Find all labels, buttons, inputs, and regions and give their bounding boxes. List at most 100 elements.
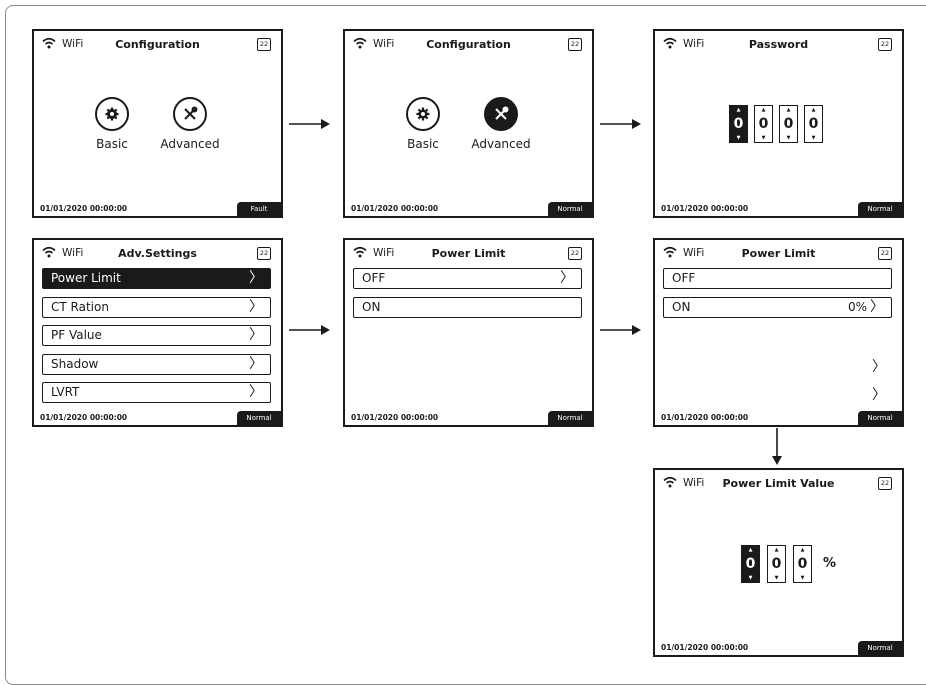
menu-item-power-limit[interactable]: Power Limit〉 xyxy=(42,268,271,289)
basic-label: Basic xyxy=(407,137,439,151)
screen-badge: 22 xyxy=(257,247,271,260)
advanced-option[interactable]: Advanced xyxy=(145,97,235,151)
screen-header: WiFi Adv.Settings 22 xyxy=(34,244,281,262)
screen-adv-settings: WiFi Adv.Settings 22 Power Limit〉 CT Rat… xyxy=(32,238,283,427)
chevron-right-icon[interactable]: 〉 xyxy=(872,387,886,403)
screen-title: Power Limit Value xyxy=(722,477,835,490)
advanced-label: Advanced xyxy=(160,137,220,151)
screen-header: WiFi Power Limit Value 22 xyxy=(655,474,902,492)
screen-header: WiFi Configuration 22 xyxy=(34,35,281,53)
screen-badge: 22 xyxy=(568,247,582,260)
chevron-right-icon: 〉 xyxy=(249,384,263,400)
screen-header: WiFi Password 22 xyxy=(655,35,902,53)
screen-power-limit-value: WiFi Power Limit Value 22 ▲0▼ ▲0▼ ▲0▼ % … xyxy=(653,468,904,657)
right-arrow-icon xyxy=(600,325,641,335)
wifi-label: WiFi xyxy=(683,38,705,50)
password-digit-3[interactable]: ▲0▼ xyxy=(779,105,798,143)
right-arrow-icon xyxy=(600,119,641,129)
screen-header: WiFi Configuration 22 xyxy=(345,35,592,53)
password-digit-2[interactable]: ▲0▼ xyxy=(754,105,773,143)
gear-icon xyxy=(406,97,440,131)
menu-item-shadow[interactable]: Shadow〉 xyxy=(42,354,271,375)
value-digit-2[interactable]: ▲0▼ xyxy=(767,545,786,583)
gear-icon xyxy=(95,97,129,131)
screen-power-limit-1: WiFi Power Limit 22 OFF〉 ON 01/01/2020 0… xyxy=(343,238,594,427)
screen-badge: 22 xyxy=(878,247,892,260)
tools-icon xyxy=(484,97,518,131)
screen-badge: 22 xyxy=(878,477,892,490)
screen-title: Configuration xyxy=(115,38,200,51)
advanced-option-selected[interactable]: Advanced xyxy=(456,97,546,151)
date-time: 01/01/2020 00:00:00 xyxy=(351,413,439,422)
screen-title: Adv.Settings xyxy=(118,247,197,260)
wifi-label: WiFi xyxy=(683,477,705,489)
basic-label: Basic xyxy=(96,137,128,151)
password-digit-4[interactable]: ▲0▼ xyxy=(804,105,823,143)
screen-configuration-2: WiFi Configuration 22 Basic Advanced 01/… xyxy=(343,29,594,218)
option-off[interactable]: OFF xyxy=(663,268,892,289)
wifi-label: WiFi xyxy=(62,38,84,50)
date-time: 01/01/2020 00:00:00 xyxy=(40,413,128,422)
date-time: 01/01/2020 00:00:00 xyxy=(351,204,439,213)
chevron-right-icon: 〉 xyxy=(249,327,263,343)
password-digit-1[interactable]: ▲0▼ xyxy=(729,105,748,143)
advanced-label: Advanced xyxy=(471,137,531,151)
down-arrow-icon xyxy=(772,428,782,465)
wifi-icon xyxy=(663,476,677,488)
chevron-right-icon: 〉 xyxy=(870,299,884,315)
right-arrow-icon xyxy=(289,119,330,129)
status-badge: Normal xyxy=(237,411,281,425)
chevron-right-icon: 〉 xyxy=(249,356,263,372)
wifi-label: WiFi xyxy=(373,38,395,50)
tools-icon xyxy=(173,97,207,131)
chevron-right-icon: 〉 xyxy=(249,270,263,286)
percent-unit: % xyxy=(823,556,837,571)
menu-item-pf-value[interactable]: PF Value〉 xyxy=(42,325,271,346)
value-digit-1[interactable]: ▲0▼ xyxy=(741,545,760,583)
status-badge: Normal xyxy=(858,641,902,655)
screen-header: WiFi Power Limit 22 xyxy=(345,244,592,262)
wifi-icon xyxy=(42,246,56,258)
date-time: 01/01/2020 00:00:00 xyxy=(40,204,128,213)
wifi-icon xyxy=(663,37,677,49)
date-time: 01/01/2020 00:00:00 xyxy=(661,413,749,422)
option-off[interactable]: OFF〉 xyxy=(353,268,582,289)
wifi-label: WiFi xyxy=(683,247,705,259)
date-time: 01/01/2020 00:00:00 xyxy=(661,204,749,213)
option-on[interactable]: ON xyxy=(353,297,582,318)
menu-item-ct-ration[interactable]: CT Ration〉 xyxy=(42,297,271,318)
screen-password: WiFi Password 22 ▲0▼ ▲0▼ ▲0▼ ▲0▼ 01/01/2… xyxy=(653,29,904,218)
screen-title: Power Limit xyxy=(431,247,506,260)
wifi-icon xyxy=(42,37,56,49)
screen-badge: 22 xyxy=(878,38,892,51)
wifi-icon xyxy=(353,246,367,258)
power-limit-value: 0% xyxy=(847,300,867,314)
screen-badge: 22 xyxy=(568,38,582,51)
chevron-right-icon: 〉 xyxy=(560,270,574,286)
value-digit-3[interactable]: ▲0▼ xyxy=(793,545,812,583)
screen-header: WiFi Power Limit 22 xyxy=(655,244,902,262)
status-badge: Normal xyxy=(858,411,902,425)
wifi-icon xyxy=(353,37,367,49)
screen-configuration-1: WiFi Configuration 22 Basic Advanced 01/… xyxy=(32,29,283,218)
basic-option[interactable]: Basic xyxy=(67,97,157,151)
screen-title: Configuration xyxy=(426,38,511,51)
screen-title: Power Limit xyxy=(741,247,816,260)
chevron-right-icon: 〉 xyxy=(249,299,263,315)
wifi-icon xyxy=(663,246,677,258)
basic-option[interactable]: Basic xyxy=(378,97,468,151)
status-badge: Fault xyxy=(237,202,281,216)
wifi-label: WiFi xyxy=(62,247,84,259)
screen-title: Password xyxy=(748,38,809,51)
menu-item-lvrt[interactable]: LVRT〉 xyxy=(42,382,271,403)
status-badge: Normal xyxy=(548,202,592,216)
status-badge: Normal xyxy=(858,202,902,216)
date-time: 01/01/2020 00:00:00 xyxy=(661,643,749,652)
status-badge: Normal xyxy=(548,411,592,425)
chevron-right-icon[interactable]: 〉 xyxy=(872,359,886,375)
wifi-label: WiFi xyxy=(373,247,395,259)
right-arrow-icon xyxy=(289,325,330,335)
screen-badge: 22 xyxy=(257,38,271,51)
